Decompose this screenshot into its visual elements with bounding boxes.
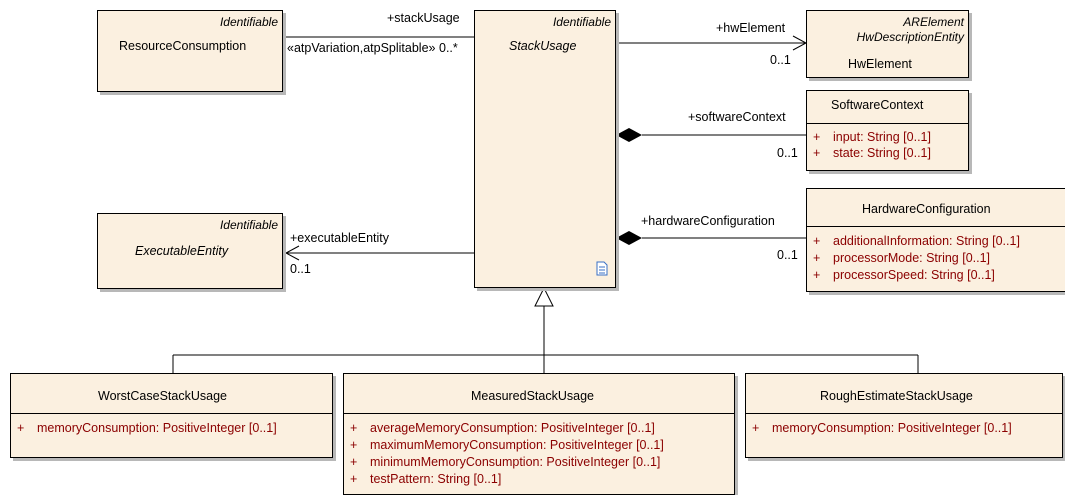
class-name: ExecutableEntity <box>135 244 229 258</box>
attribute: +minimumMemoryConsumption: PositiveInteg… <box>350 455 661 469</box>
class-name: WorstCaseStackUsage <box>98 389 227 403</box>
multiplicity-label: 0..1 <box>777 146 798 160</box>
role-label: +softwareContext <box>688 110 786 124</box>
stereotype-label: HwDescriptionEntity <box>856 30 964 44</box>
class-name: HardwareConfiguration <box>862 202 991 216</box>
attribute: +testPattern: String [0..1] <box>350 472 502 486</box>
class-name: ResourceConsumption <box>119 39 247 53</box>
note-document-icon <box>596 261 608 276</box>
composition-diamond <box>616 128 642 142</box>
class-hw-element[interactable]: ARElement HwDescriptionEntity HwElement <box>806 10 969 78</box>
compartment-separator <box>746 413 1062 414</box>
class-name: RoughEstimateStackUsage <box>820 389 973 403</box>
compartment-separator <box>807 123 968 124</box>
role-label: +stackUsage <box>387 11 460 25</box>
stereotype-label: Identifiable <box>219 15 278 29</box>
attribute: +averageMemoryConsumption: PositiveInteg… <box>350 421 655 435</box>
compartment-separator <box>11 413 332 414</box>
class-executable-entity[interactable]: Identifiable ExecutableEntity <box>97 213 283 289</box>
attribute: +maximumMemoryConsumption: PositiveInteg… <box>350 438 664 452</box>
role-label: +executableEntity <box>290 231 390 245</box>
class-resource-consumption[interactable]: Identifiable ResourceConsumption <box>97 10 283 92</box>
class-worst-case-stack-usage[interactable]: WorstCaseStackUsage +memoryConsumption: … <box>10 373 333 458</box>
multiplicity-label: 0..1 <box>777 248 798 262</box>
class-measured-stack-usage[interactable]: MeasuredStackUsage +averageMemoryConsump… <box>343 373 735 495</box>
composition-diamond <box>616 231 642 245</box>
stereotype-label: Identifiable <box>552 15 611 29</box>
stereotype-label: ARElement <box>903 15 964 29</box>
class-software-context[interactable]: SoftwareContext +input: String [0..1] +s… <box>806 90 969 171</box>
navigable-arrowhead <box>284 245 300 261</box>
stereotype-label: Identifiable <box>219 218 278 232</box>
compartment-separator <box>344 413 734 414</box>
compartment-separator <box>807 226 1065 227</box>
attribute: +processorSpeed: String [0..1] <box>813 268 995 282</box>
generalization-triangle <box>534 286 554 307</box>
multiplicity-label: 0..1 <box>290 262 311 276</box>
multiplicity-label: 0..1 <box>770 53 791 67</box>
class-hardware-configuration[interactable]: HardwareConfiguration +additionalInforma… <box>806 188 1065 292</box>
class-name: HwElement <box>848 57 912 71</box>
attribute: +input: String [0..1] <box>813 130 931 144</box>
class-name: SoftwareContext <box>831 98 924 112</box>
stereotype-label: «atpVariation,atpSplitable» <box>287 41 435 55</box>
attribute: +processorMode: String [0..1] <box>813 251 991 265</box>
attribute: +additionalInformation: String [0..1] <box>813 234 1020 248</box>
class-stack-usage[interactable]: Identifiable StackUsage <box>474 10 616 288</box>
class-name: MeasuredStackUsage <box>471 389 594 403</box>
attribute: +state: String [0..1] <box>813 146 931 160</box>
role-label: +hwElement <box>716 21 786 35</box>
multiplicity-label: 0..* <box>439 41 458 55</box>
role-label: +hardwareConfiguration <box>641 214 775 228</box>
attribute: +memoryConsumption: PositiveInteger [0..… <box>752 421 1012 435</box>
attribute: +memoryConsumption: PositiveInteger [0..… <box>17 421 277 435</box>
class-name: StackUsage <box>509 39 577 53</box>
class-rough-estimate-stack-usage[interactable]: RoughEstimateStackUsage +memoryConsumpti… <box>745 373 1063 458</box>
